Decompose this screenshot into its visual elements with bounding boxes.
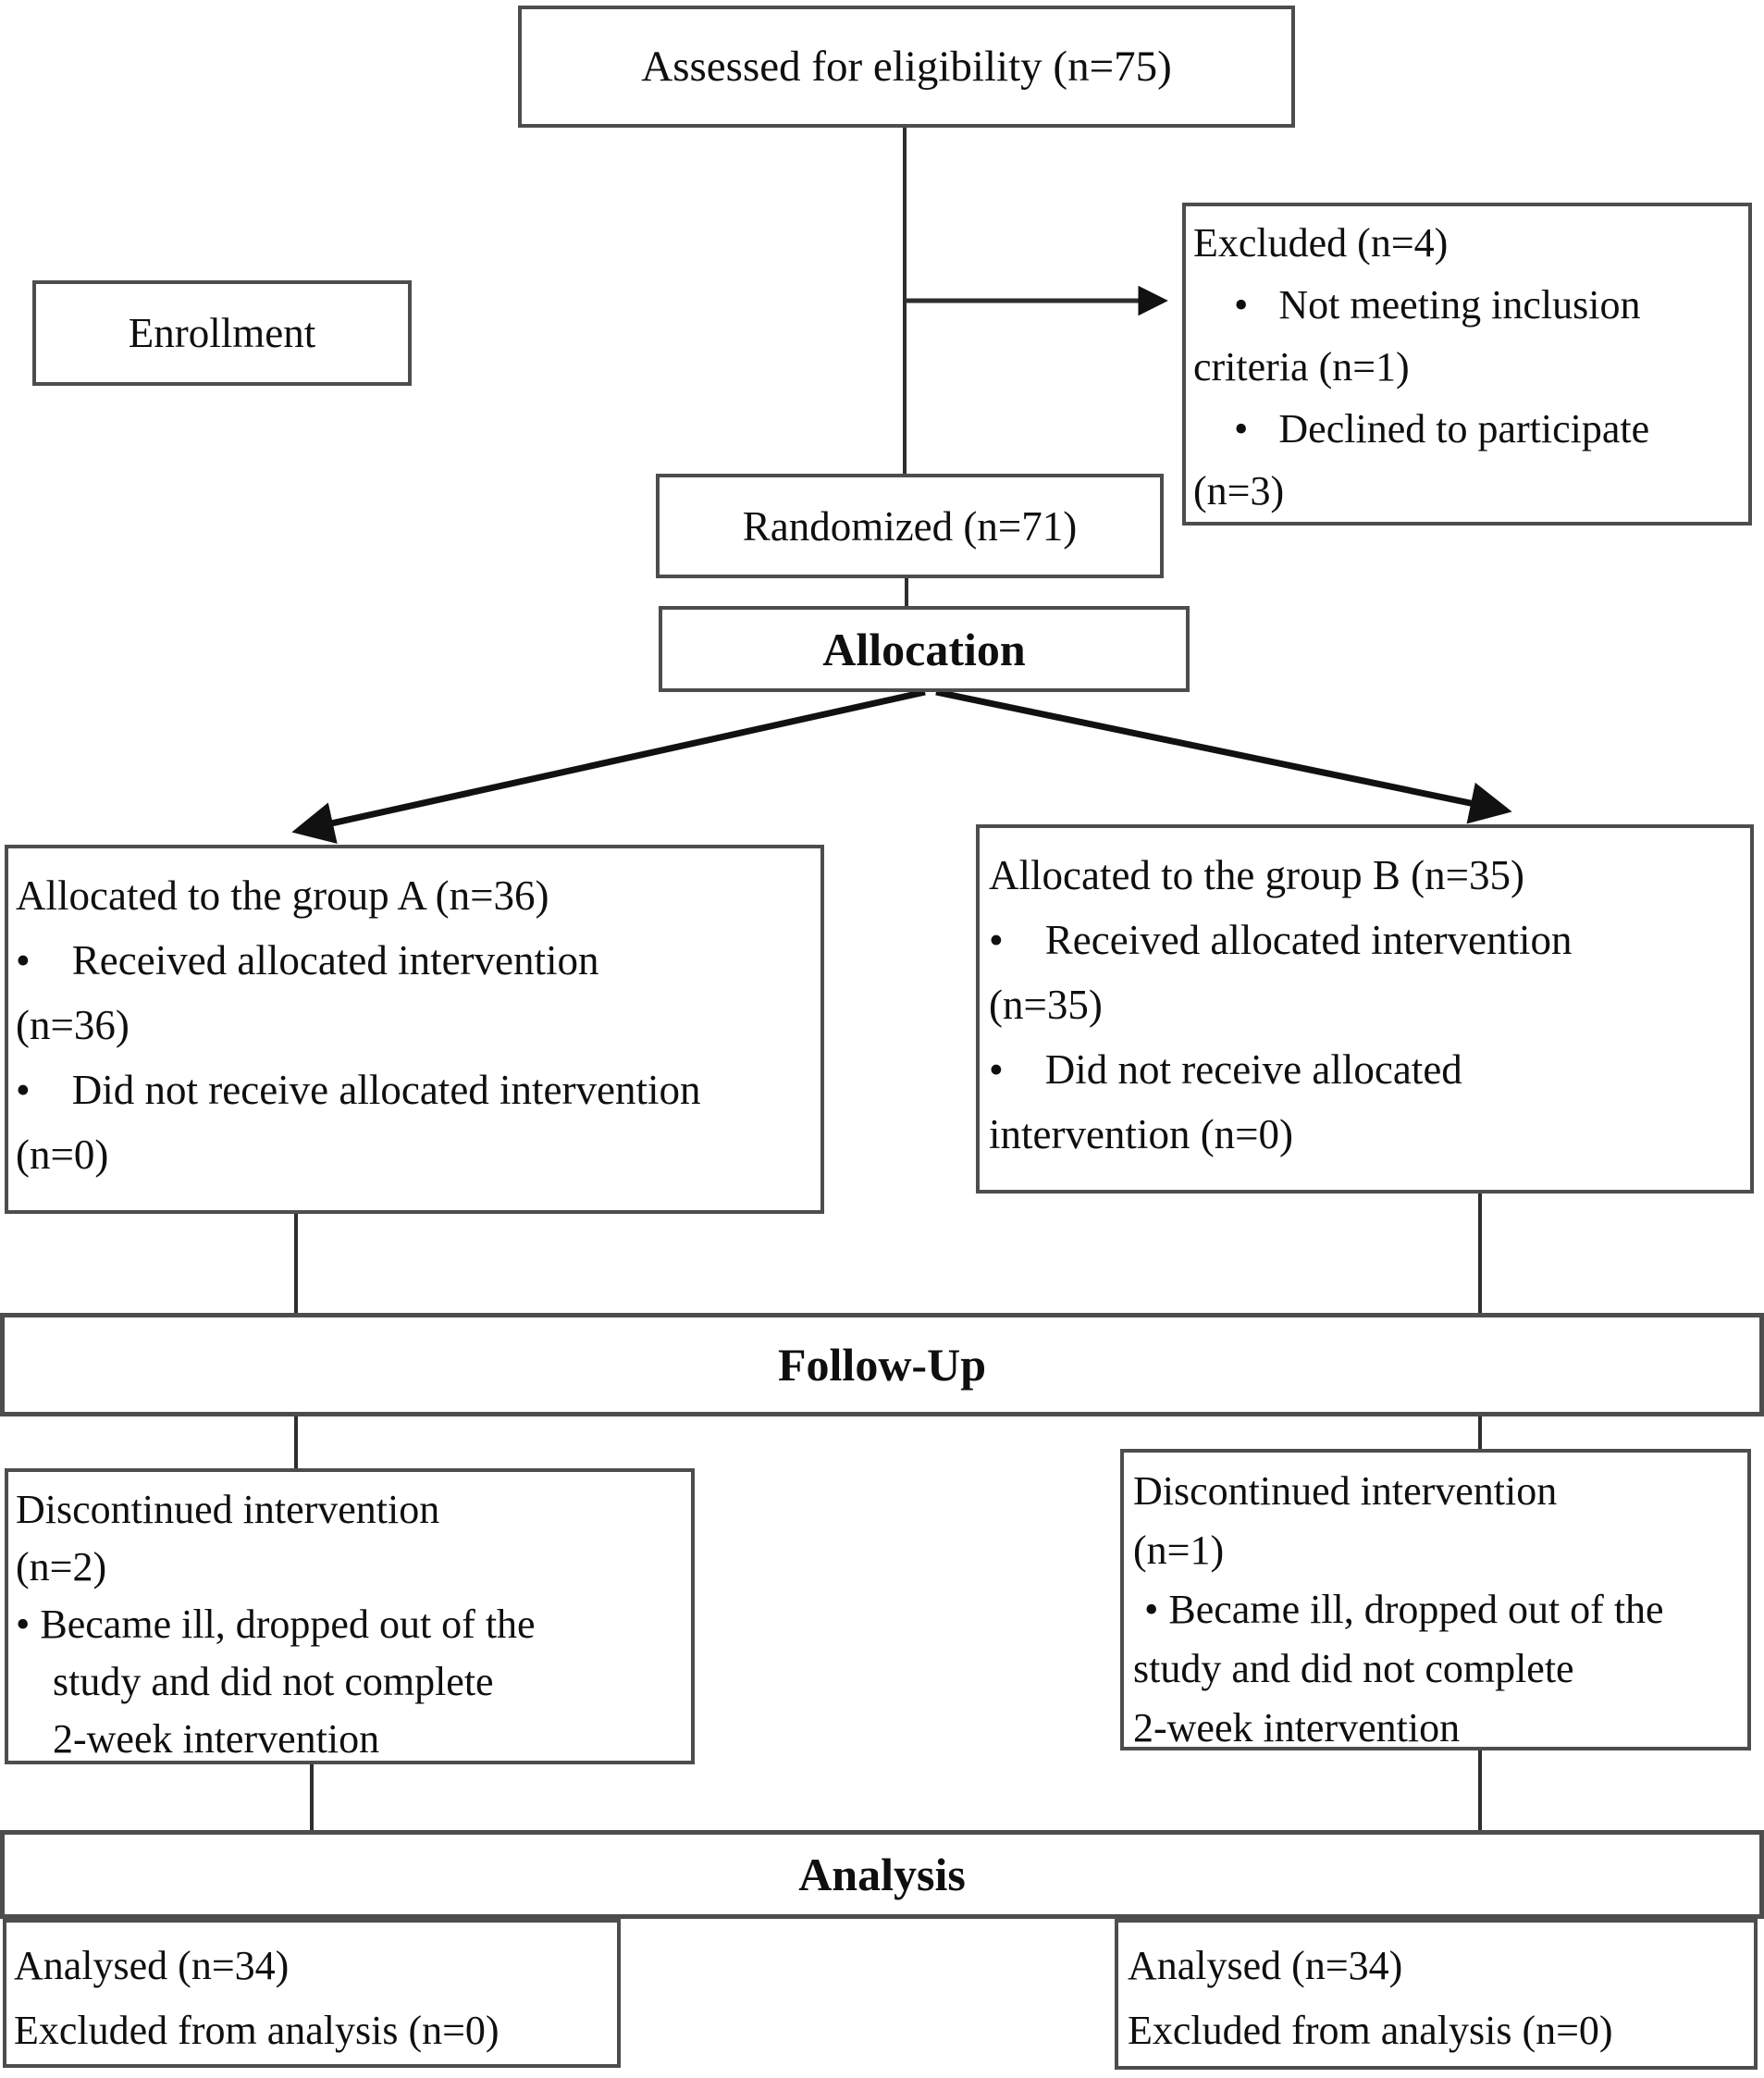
analysis-stage-label: Analysis <box>798 1849 966 1900</box>
excluded-bullet-declined-cont: (n=3) <box>1193 468 1285 513</box>
excluded-title: Excluded (n=4) <box>1193 220 1449 266</box>
group-a-bullet-not-received-cont: (n=0) <box>16 1132 109 1178</box>
assessed-eligibility-box: Assessed for eligibility (n=75) <box>518 6 1295 128</box>
excluded-bullet-inclusion-cont: criteria (n=1) <box>1193 344 1410 390</box>
analysed-a-box: Analysed (n=34) Excluded from analysis (… <box>3 1919 621 2068</box>
disc-a-title-cont: (n=2) <box>16 1544 107 1589</box>
analysed-b-count: Analysed (n=34) <box>1128 1943 1403 1988</box>
group-b-title: Allocated to the group B (n=35) <box>989 852 1525 898</box>
excluded-bullet-inclusion: • Not meeting inclusion <box>1234 282 1641 328</box>
group-b-bullet-not-received: • Did not receive allocated <box>989 1046 1462 1093</box>
allocated-group-a-box: Allocated to the group A (n=36) • Receiv… <box>5 845 824 1214</box>
analysis-stage-band: Analysis <box>0 1830 1764 1919</box>
discontinued-a-box: Discontinued intervention (n=2) • Became… <box>5 1468 695 1764</box>
enrollment-stage-label: Enrollment <box>128 310 316 356</box>
disc-b-bullet-cont2: 2-week intervention <box>1133 1705 1461 1750</box>
disc-b-bullet: • Became ill, dropped out of the <box>1144 1587 1664 1632</box>
allocation-stage-box: Allocation <box>659 606 1190 692</box>
group-a-bullet-not-received: • Did not receive allocated intervention <box>16 1067 701 1113</box>
randomized-box: Randomized (n=71) <box>656 474 1164 578</box>
allocated-group-b-box: Allocated to the group B (n=35) • Receiv… <box>976 824 1754 1194</box>
followup-stage-band: Follow-Up <box>0 1313 1764 1416</box>
group-a-bullet-received-cont: (n=36) <box>16 1002 130 1048</box>
assessed-eligibility-label: Assessed for eligibility (n=75) <box>641 43 1172 91</box>
arrow-allocation-group-b <box>935 688 1512 824</box>
group-a-title: Allocated to the group A (n=36) <box>16 872 549 919</box>
enrollment-stage-box: Enrollment <box>32 280 412 386</box>
disc-b-bullet-cont1: study and did not complete <box>1133 1646 1574 1691</box>
group-a-bullet-received: • Received allocated intervention <box>16 937 599 983</box>
analysed-b-box: Analysed (n=34) Excluded from analysis (… <box>1115 1919 1758 2070</box>
arrow-allocation-group-a <box>291 688 926 844</box>
group-b-bullet-received: • Received allocated intervention <box>989 917 1573 963</box>
followup-stage-label: Follow-Up <box>778 1339 986 1391</box>
excluded-box: Excluded (n=4) • Not meeting inclusion c… <box>1182 203 1752 526</box>
disc-a-bullet-cont1: study and did not complete <box>53 1659 494 1704</box>
discontinued-b-box: Discontinued intervention (n=1) • Became… <box>1120 1449 1751 1750</box>
disc-a-bullet-cont2: 2-week intervention <box>53 1716 380 1762</box>
disc-b-title-cont: (n=1) <box>1133 1528 1225 1573</box>
excluded-bullet-declined: • Declined to participate <box>1234 406 1650 451</box>
analysed-b-excluded: Excluded from analysis (n=0) <box>1128 2008 1613 2053</box>
disc-a-bullet: • Became ill, dropped out of the <box>16 1602 536 1647</box>
randomized-label: Randomized (n=71) <box>742 502 1078 550</box>
disc-a-title: Discontinued intervention <box>16 1487 440 1532</box>
disc-b-title: Discontinued intervention <box>1133 1468 1558 1514</box>
analysed-a-excluded: Excluded from analysis (n=0) <box>14 2008 500 2053</box>
group-b-bullet-not-received-cont: intervention (n=0) <box>989 1111 1294 1157</box>
group-b-bullet-received-cont: (n=35) <box>989 982 1103 1028</box>
analysed-a-count: Analysed (n=34) <box>14 1943 290 1988</box>
allocation-stage-label: Allocation <box>822 623 1026 675</box>
